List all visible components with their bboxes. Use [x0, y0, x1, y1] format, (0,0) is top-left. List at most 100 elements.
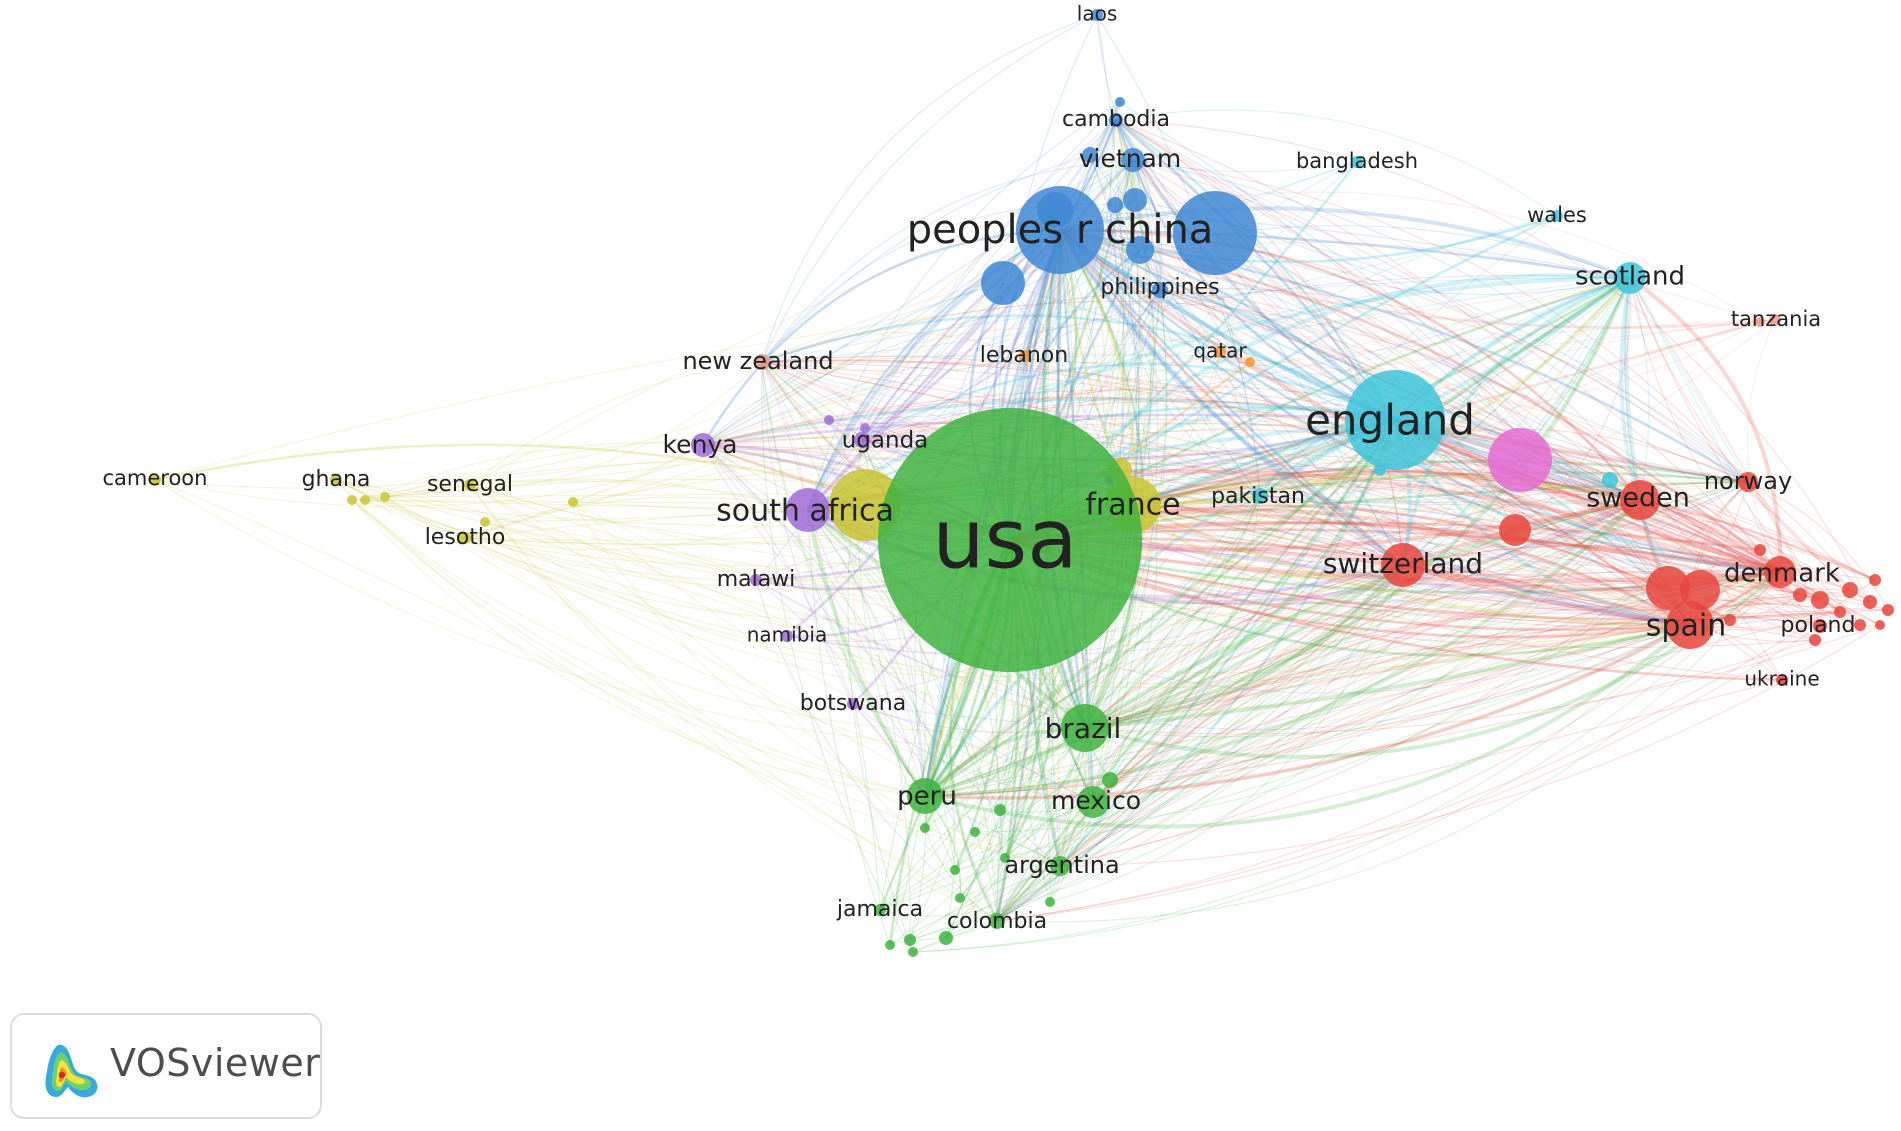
node-minor-7[interactable]: [1809, 634, 1821, 646]
node-lebanon[interactable]: [1019, 350, 1031, 362]
network-link: [1109, 495, 1261, 781]
node-scotland[interactable]: [1614, 262, 1646, 294]
node-minor-42[interactable]: [939, 931, 953, 945]
node-pakistan[interactable]: [1252, 488, 1268, 504]
node-malawi[interactable]: [750, 574, 762, 586]
network-link: [996, 589, 1701, 922]
node-england[interactable]: [1345, 370, 1445, 470]
node-minor-46[interactable]: [1102, 772, 1118, 788]
network-link: [1084, 495, 1261, 729]
node-bangladesh[interactable]: [1351, 156, 1363, 168]
node-argentina[interactable]: [1050, 856, 1070, 876]
node-colombia[interactable]: [989, 913, 1005, 929]
node-minor-41[interactable]: [955, 893, 965, 903]
node-minor-9[interactable]: [1646, 566, 1690, 610]
node-minor-8[interactable]: [1499, 514, 1531, 546]
node-minor-18[interactable]: [981, 261, 1025, 305]
node-minor-47[interactable]: [994, 804, 1006, 816]
node-botswana[interactable]: [847, 698, 859, 710]
node-peoples-r-china[interactable]: [1016, 186, 1104, 274]
node-poland[interactable]: [1813, 619, 1827, 633]
node-lesotho[interactable]: [459, 532, 471, 544]
node-minor-29[interactable]: [360, 495, 370, 505]
network-link: [1092, 119, 1158, 803]
node-minor-21[interactable]: [1082, 147, 1098, 163]
node-minor-12[interactable]: [1724, 614, 1736, 626]
node-jamaica[interactable]: [874, 904, 886, 916]
network-link: [806, 228, 1061, 511]
node-sweden[interactable]: [1620, 480, 1660, 520]
network-link: [924, 587, 1669, 797]
node-peru[interactable]: [907, 778, 943, 814]
node-vietnam[interactable]: [1121, 148, 1145, 172]
node-minor-36[interactable]: [920, 823, 930, 833]
network-link: [761, 359, 1881, 626]
network-link: [755, 579, 1691, 731]
node-minor-13[interactable]: [1869, 574, 1881, 586]
node-minor-5[interactable]: [1834, 606, 1846, 618]
network-link: [351, 499, 1086, 733]
node-minor-32[interactable]: [480, 517, 490, 527]
network-link: [996, 571, 1781, 923]
node-denmark[interactable]: [1764, 556, 1796, 588]
node-laos[interactable]: [1091, 9, 1103, 21]
node-philippines[interactable]: [1152, 282, 1168, 298]
node-minor-16[interactable]: [1602, 472, 1618, 488]
node-ghana[interactable]: [330, 474, 342, 486]
node-minor-49[interactable]: [1755, 317, 1765, 327]
network-link: [912, 571, 1781, 953]
node-minor-0[interactable]: [1811, 591, 1829, 609]
node-cameroon[interactable]: [149, 474, 161, 486]
node-minor-4[interactable]: [1854, 619, 1866, 631]
node-minor-15[interactable]: [1488, 428, 1552, 492]
node-minor-6[interactable]: [1793, 588, 1807, 602]
network-link: [1084, 619, 1731, 729]
node-ukraine[interactable]: [1776, 674, 1788, 686]
node-minor-25[interactable]: [1126, 236, 1154, 264]
node-minor-22[interactable]: [1115, 97, 1125, 107]
node-minor-23[interactable]: [1173, 191, 1257, 275]
node-minor-10[interactable]: [1680, 570, 1720, 610]
node-mexico[interactable]: [1077, 786, 1109, 818]
node-cambodia[interactable]: [1109, 113, 1123, 127]
node-minor-14[interactable]: [1875, 620, 1885, 630]
node-minor-3[interactable]: [1882, 604, 1894, 616]
node-usa[interactable]: [878, 408, 1142, 672]
node-wales[interactable]: [1551, 210, 1563, 222]
node-minor-44[interactable]: [885, 940, 895, 950]
node-tanzania[interactable]: [1769, 314, 1781, 326]
node-minor-31[interactable]: [568, 497, 578, 507]
node-minor-48[interactable]: [1245, 357, 1255, 367]
node-south-africa[interactable]: [786, 488, 830, 532]
node-kenya[interactable]: [691, 433, 715, 457]
node-norway[interactable]: [1738, 472, 1758, 492]
node-uganda[interactable]: [854, 432, 870, 448]
network-link: [761, 355, 1516, 531]
node-minor-38[interactable]: [1000, 853, 1010, 863]
node-minor-34[interactable]: [860, 423, 870, 433]
network-link: [1058, 228, 1691, 627]
network-link: [807, 101, 1121, 511]
node-spain[interactable]: [1666, 601, 1714, 649]
node-minor-30[interactable]: [380, 492, 390, 502]
network-link: [1394, 418, 1781, 574]
node-minor-37[interactable]: [970, 827, 980, 837]
node-new-zealand[interactable]: [754, 354, 770, 370]
node-minor-28[interactable]: [347, 495, 357, 505]
network-link: [1092, 606, 1731, 803]
node-minor-11[interactable]: [1754, 544, 1766, 556]
node-minor-20[interactable]: [1107, 197, 1123, 213]
node-minor-33[interactable]: [824, 415, 834, 425]
node-minor-2[interactable]: [1863, 595, 1877, 609]
node-qatar[interactable]: [1214, 346, 1226, 358]
node-namibia[interactable]: [781, 630, 793, 642]
node-minor-43[interactable]: [904, 934, 916, 946]
node-brazil[interactable]: [1061, 704, 1109, 752]
node-minor-39[interactable]: [950, 865, 960, 875]
node-minor-40[interactable]: [1045, 897, 1055, 907]
node-switzerland[interactable]: [1381, 543, 1425, 587]
node-senegal[interactable]: [464, 479, 476, 491]
node-minor-19[interactable]: [1123, 188, 1147, 212]
node-minor-45[interactable]: [908, 947, 918, 957]
node-minor-1[interactable]: [1842, 582, 1858, 598]
